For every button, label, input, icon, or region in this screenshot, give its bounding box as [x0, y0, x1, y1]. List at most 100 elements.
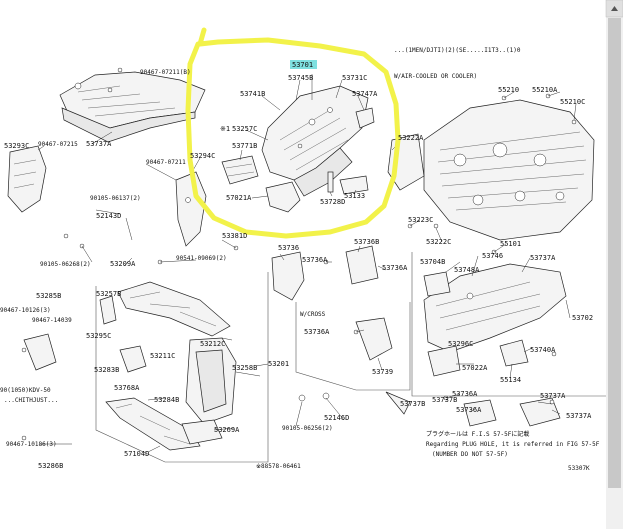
radiator-support-side-53212c[interactable]: [185, 337, 237, 425]
scroll-up-icon[interactable]: [611, 6, 618, 11]
label-53736[interactable]: 53736: [278, 244, 299, 252]
vertical-scrollbar[interactable]: [605, 0, 623, 529]
label-53728d[interactable]: 53728D: [320, 198, 345, 206]
label-53737a-3[interactable]: 53737A: [540, 392, 566, 400]
label-53222a[interactable]: 53222A: [398, 134, 424, 142]
label-53746[interactable]: 53746: [482, 252, 503, 260]
bracket-53257b[interactable]: [99, 295, 117, 325]
label-53737b[interactable]: 53737B: [432, 396, 457, 404]
label-55101[interactable]: 55101: [500, 240, 521, 248]
label-53295c[interactable]: 53295C: [86, 332, 111, 340]
label-53740a[interactable]: 53740A: [530, 346, 556, 354]
label-53257c[interactable]: 53257C: [232, 125, 257, 133]
label-53294c[interactable]: 53294C: [190, 152, 215, 160]
label-90541-09069-2[interactable]: 90541-09069(2): [176, 255, 227, 262]
bracket-53704b[interactable]: [423, 271, 451, 297]
scroll-thumb[interactable]: [608, 18, 621, 488]
label-53737b-2[interactable]: 53737B: [400, 400, 425, 408]
fender-apron-53701[interactable]: [261, 85, 369, 197]
bracket-53285b[interactable]: [23, 333, 57, 371]
label-53739[interactable]: 53739: [372, 368, 393, 376]
label-53222c[interactable]: 53222C: [426, 238, 451, 246]
label-57022a[interactable]: 57022A: [462, 364, 488, 372]
label-53737a[interactable]: 53737A: [86, 140, 112, 148]
label-53284b[interactable]: 53284B: [154, 396, 179, 404]
bracket-57021a[interactable]: [265, 181, 301, 213]
label-52143d[interactable]: 52143D: [96, 212, 121, 220]
label-55210a[interactable]: 55210A: [532, 86, 558, 94]
label-90105-06137-2[interactable]: 90105-06137(2): [90, 195, 141, 202]
label-53701[interactable]: 53701: [292, 61, 313, 69]
fender-apron-53702[interactable]: [423, 263, 567, 353]
bracket-53133[interactable]: [339, 175, 369, 195]
bracket-53737a-right[interactable]: [519, 397, 561, 427]
label-53212c[interactable]: 53212C: [200, 340, 225, 348]
label-53381d[interactable]: 53381D: [222, 232, 247, 240]
label-90467-07211[interactable]: 90467-07211: [146, 159, 186, 166]
label-55210c[interactable]: 55210C: [560, 98, 585, 106]
label-53736a-1[interactable]: 53736A: [302, 256, 328, 264]
label-52146d[interactable]: 52146D: [324, 414, 349, 422]
bracket-53739[interactable]: [355, 317, 393, 361]
footnote-2: Regarding PLUG HOLE, it is referred in F…: [426, 441, 600, 448]
label-57021a[interactable]: 57021A: [226, 194, 252, 202]
label-53736b[interactable]: 53736B: [354, 238, 379, 246]
bracket-53283b[interactable]: [119, 345, 147, 373]
label-90105-06256[interactable]: 90105-06256(2): [282, 425, 333, 432]
radiator-support-upper[interactable]: [117, 281, 231, 337]
label-90467-10186-3[interactable]: 90467-10186(3): [6, 441, 57, 448]
label-53296c[interactable]: 53296C: [448, 340, 473, 348]
bracket-53737b[interactable]: [463, 399, 497, 427]
label-55210[interactable]: 55210: [498, 86, 519, 94]
label-53748a[interactable]: 53748A: [454, 266, 480, 274]
label-53223c[interactable]: 53223C: [408, 216, 433, 224]
radiator-support-lower-57104d[interactable]: [105, 397, 201, 451]
label-90467-07215[interactable]: 90467-07215: [38, 141, 78, 148]
label-57104d[interactable]: 57104D: [124, 450, 149, 458]
label-88578-06461[interactable]: ※88578-06461: [256, 463, 301, 470]
frame-left-group: [95, 272, 269, 463]
label-53737a-2[interactable]: 53737A: [530, 254, 556, 262]
bracket-55134[interactable]: [499, 339, 529, 367]
bracket-53736[interactable]: [271, 251, 305, 301]
cowl-top-panel[interactable]: [59, 71, 206, 143]
label-53737a-4[interactable]: 53737A: [566, 412, 592, 420]
bolt-53728d[interactable]: [327, 171, 334, 193]
label-53257b[interactable]: 53257B: [96, 290, 121, 298]
label-53283b[interactable]: 53283B: [94, 366, 119, 374]
label-53211c[interactable]: 53211C: [150, 352, 175, 360]
label-53293c[interactable]: 53293C: [4, 142, 29, 150]
label-53736a-3[interactable]: 53736A: [452, 390, 478, 398]
label-53201[interactable]: 53201: [268, 360, 289, 368]
cowl-side-bracket-left[interactable]: [7, 145, 47, 213]
label-90105-06268-2[interactable]: 90105-06268(2): [40, 261, 91, 268]
label-53286b[interactable]: 53286B: [38, 462, 63, 470]
label-53133[interactable]: 53133: [344, 192, 365, 200]
bracket-53269a[interactable]: [181, 419, 223, 445]
label-55134[interactable]: 55134: [500, 376, 521, 384]
label-53704b[interactable]: 53704B: [420, 258, 445, 266]
label-90467-10126-3[interactable]: 90467-10126(3): [0, 307, 51, 314]
label-53747a[interactable]: 53747A: [352, 90, 378, 98]
bracket-57022a[interactable]: [427, 345, 461, 377]
label-53736a-4[interactable]: 53736A: [456, 406, 482, 414]
label-53269a[interactable]: 53269A: [214, 426, 240, 434]
label-53771b[interactable]: 53771B: [232, 142, 257, 150]
label-53745b[interactable]: 53745B: [288, 74, 313, 82]
bracket-53736b[interactable]: [345, 245, 379, 285]
apron-reinforcement-53747a[interactable]: [355, 107, 375, 129]
label-53258b[interactable]: 53258B: [232, 364, 257, 372]
label-53768a[interactable]: 53768A: [114, 384, 140, 392]
label-53285b[interactable]: 53285B: [36, 292, 61, 300]
label-53736a-2[interactable]: 53736A: [382, 264, 408, 272]
dash-panel-55101[interactable]: [423, 99, 595, 241]
label-53736a-5[interactable]: 53736A: [304, 328, 330, 336]
label-53731c[interactable]: 53731C: [342, 74, 367, 82]
bracket-53771b[interactable]: [221, 155, 259, 185]
label-53209a[interactable]: 53209A: [110, 260, 136, 268]
label-53702[interactable]: 53702: [572, 314, 593, 322]
small-bracket-53294c[interactable]: [175, 171, 207, 247]
label-90467-07211b[interactable]: 90467-07211(B): [140, 69, 191, 76]
label-90467-14039[interactable]: 90467-14039: [32, 317, 72, 324]
label-53741b[interactable]: 53741B: [240, 90, 265, 98]
